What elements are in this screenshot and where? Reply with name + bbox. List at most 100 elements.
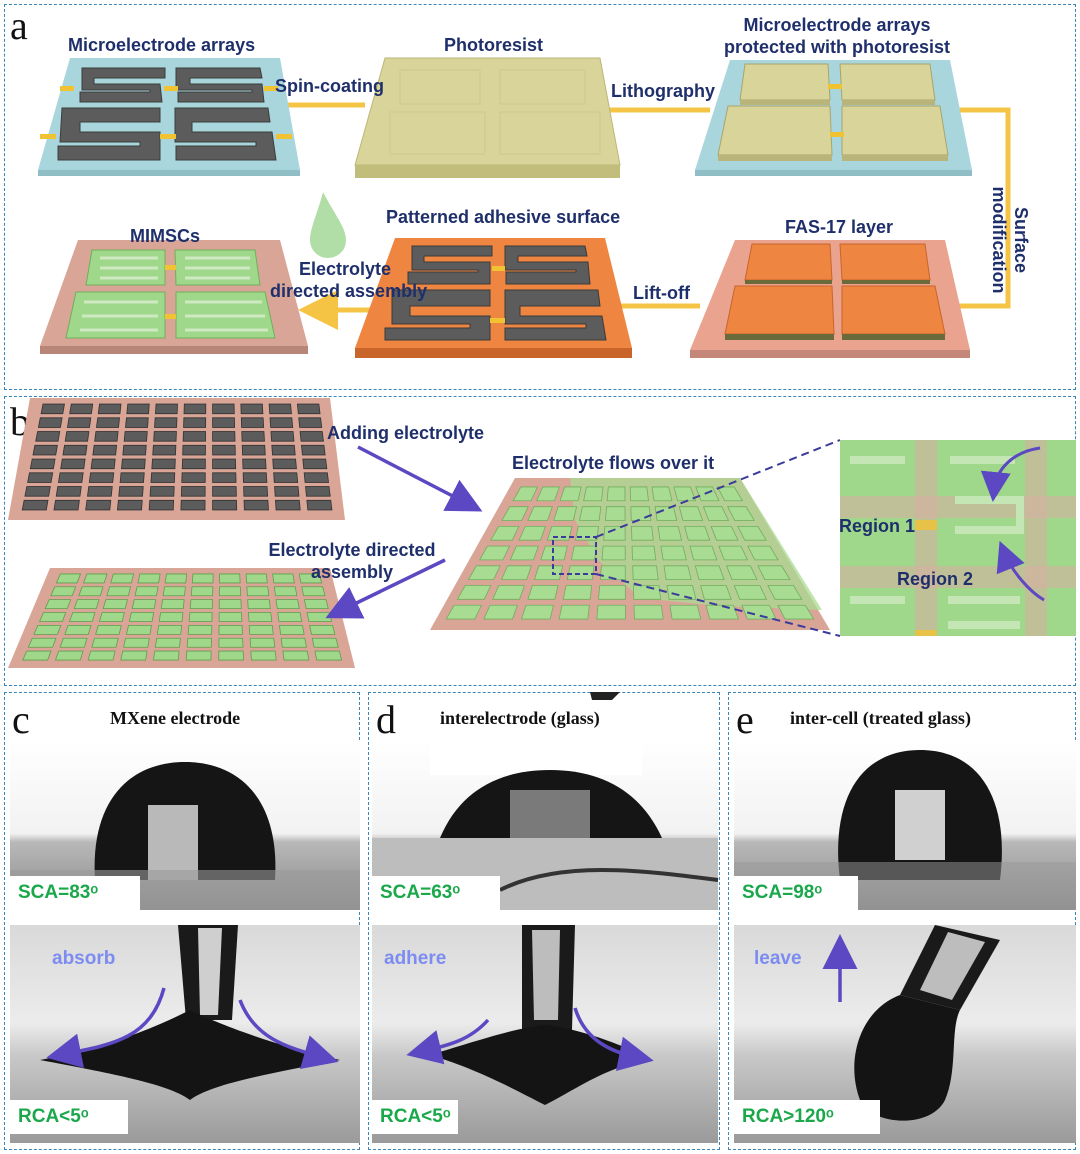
electrode-cell-wet (700, 585, 732, 600)
electrolyte-cell (218, 586, 242, 597)
electrolyte-cell (87, 650, 116, 661)
electrode-cell-wet (483, 604, 518, 620)
electrode-cell (212, 403, 235, 415)
step3-protected-arrays (695, 60, 972, 176)
electrode-cell-wet (558, 604, 590, 620)
electrolyte-cell (218, 650, 244, 661)
electrolyte-cell (218, 599, 242, 610)
electrode-cell (305, 486, 331, 497)
electrode-cell-wet (445, 604, 483, 620)
electrode-cell-wet (583, 486, 604, 502)
electrode-cell-wet (527, 506, 553, 521)
electrode-cell-wet (566, 565, 595, 581)
electrode-cell (298, 417, 323, 428)
step3-label-line1: Microelectrode arrays (743, 15, 931, 35)
electrolyte-cell (131, 599, 157, 610)
panel-c (4, 692, 360, 1150)
electrode-cell (118, 486, 144, 497)
electrolyte-cell (272, 573, 295, 584)
electrode-cell-wet (631, 525, 654, 541)
electrode-cell-wet (540, 545, 568, 561)
electrolyte-cell (250, 650, 277, 661)
electrolyte-cell (218, 624, 243, 635)
electrolyte-grid-bottom (22, 573, 343, 661)
electrolyte-cell (273, 586, 298, 597)
flow-arrow-bottom (996, 540, 1045, 602)
photo-d-static (372, 692, 719, 910)
electrode-cell (180, 486, 206, 497)
electrolyte-cell (190, 586, 214, 597)
electrode-cell-wet (500, 565, 532, 581)
electrode-cell-wet (684, 525, 711, 541)
electrode-cell (183, 403, 207, 415)
electrode-cell-wet (512, 486, 539, 502)
electrode-cell (212, 499, 238, 511)
electrode-cell-wet (737, 525, 767, 541)
electrode-cell-wet (492, 585, 525, 600)
electrolyte-cell (137, 573, 161, 584)
electrolyte-cell (83, 573, 108, 584)
electrolyte-cell (22, 650, 52, 661)
electrode-cell (243, 486, 269, 497)
electrolyte-cell (59, 637, 88, 648)
region1-label: Region 1 (839, 516, 916, 536)
electrolyte-cell (156, 624, 183, 635)
electrolyte-cell (275, 599, 300, 610)
step5-label: Patterned adhesive surface (386, 207, 621, 227)
electrolyte-cell (309, 624, 336, 635)
electrode-cell (87, 486, 113, 497)
arrow-litho-label: Lithography (611, 81, 715, 101)
electrode-cell (60, 458, 86, 470)
electrode-cell-wet (702, 506, 730, 521)
electrode-cell (274, 486, 300, 497)
electrode-cell (57, 472, 84, 483)
electrolyte-cell (106, 586, 131, 597)
electrode-cell (24, 486, 51, 497)
electrode-cell (35, 431, 61, 442)
electrode-cell-wet (559, 486, 582, 502)
electrode-cell (181, 472, 206, 483)
electrode-cell-wet (705, 604, 739, 620)
electrode-cell (302, 458, 328, 470)
electrolyte-cell (50, 586, 77, 597)
electrode-cell (182, 444, 206, 456)
electrode-cell-wet (478, 545, 511, 561)
panel-d-title: interelectrode (glass) (440, 708, 600, 728)
spread-arrow-left (46, 987, 166, 1069)
step5-patterned-surface (355, 238, 632, 358)
panel-d (368, 692, 720, 1150)
electrode-cell-wet (603, 525, 626, 541)
electrode-cell (37, 417, 63, 428)
directed-label-line1: Electrolyte directed (268, 540, 436, 560)
panel-e-rca: RCA>120ᵒ (734, 1100, 880, 1134)
arrow-electrolyte-line1: Electrolyte (298, 259, 392, 279)
electrode-cell (212, 417, 236, 428)
spread-arrow-right (238, 999, 339, 1070)
electrolyte-cell (134, 586, 159, 597)
electrode-cell (269, 417, 294, 428)
electrode-cell (152, 444, 177, 456)
electrode-cell-wet (456, 585, 492, 600)
electrolyte-cell (187, 624, 213, 635)
electrode-cell (242, 472, 268, 483)
electrode-cell (125, 417, 149, 428)
electrolyte-cell (160, 599, 185, 610)
electrolyte-cell (164, 573, 188, 584)
directed-label-line2: assembly (310, 562, 394, 582)
electrolyte-cell (78, 586, 104, 597)
electrolyte-cell (110, 573, 135, 584)
electrode-cell (241, 444, 266, 456)
electrode-cell-wet (562, 585, 593, 600)
panel-e-action: leave (754, 948, 802, 969)
electrolyte-cell (38, 612, 67, 622)
electrolyte-cell (162, 586, 186, 597)
electrolyte-cell (188, 612, 213, 622)
panel-c-action: absorb (52, 948, 116, 969)
electrode-cell (92, 444, 118, 456)
step3-label: Microelectrode arrays protected with pho… (712, 14, 962, 58)
panel-a-letter: a (10, 3, 28, 48)
electrode-cell (181, 458, 206, 470)
electrolyte-cell (185, 650, 212, 661)
electrode-cell-wet (520, 604, 554, 620)
flows-label: Electrolyte flows over it (512, 453, 715, 473)
